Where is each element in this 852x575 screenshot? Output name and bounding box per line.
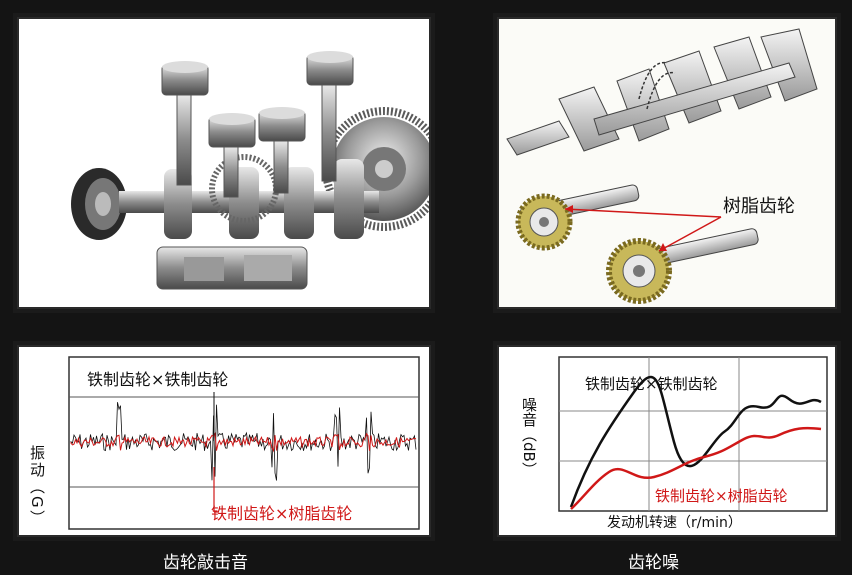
rattle-vibration-panel: 振动（G） 铁制齿轮×铁制齿轮 铁制齿轮×树脂齿轮 — [17, 345, 431, 537]
noise-legend-iron-iron: 铁制齿轮×铁制齿轮 — [585, 375, 718, 393]
vibration-y-axis-label: 振动（G） — [28, 445, 46, 527]
iron-resin-waveform — [70, 432, 417, 453]
resin-gear-illustration: 树脂齿轮 — [506, 28, 818, 304]
resin-gear-label: 树脂齿轮 — [723, 196, 795, 217]
waveform-path — [70, 432, 417, 453]
noise-legend-iron-resin: 铁制齿轮×树脂齿轮 — [655, 487, 788, 505]
legend-iron-iron: 铁制齿轮×铁制齿轮 — [87, 370, 228, 389]
gear-noise-panel: 噪音（dB） 铁制齿轮×铁制齿轮 铁制齿轮×树脂齿轮 发动机转速（r/min） — [497, 345, 837, 537]
gear-noise-caption: 齿轮噪 — [628, 553, 679, 573]
noise-y-axis-label: 噪音（dB） — [520, 397, 538, 477]
vibration-chart: 振动（G） 铁制齿轮×铁制齿轮 铁制齿轮×树脂齿轮 — [28, 356, 420, 530]
resin-gear-icon — [606, 238, 672, 304]
resin-gear-icon — [515, 193, 573, 251]
iron-iron-noise-curve — [569, 375, 822, 508]
engine-assembly-panel — [17, 17, 446, 309]
crankshaft-assembly-illustration — [71, 51, 446, 290]
noise-x-axis-label: 发动机转速（r/min） — [607, 515, 742, 531]
noise-chart: 噪音（dB） 铁制齿轮×铁制齿轮 铁制齿轮×树脂齿轮 发动机转速（r/min） — [520, 356, 828, 531]
rattle-caption: 齿轮敲击音 — [163, 553, 248, 573]
iron-resin-noise-curve — [570, 426, 822, 510]
resin-gear-panel: 树脂齿轮 — [497, 17, 837, 309]
legend-iron-resin: 铁制齿轮×树脂齿轮 — [211, 504, 352, 523]
